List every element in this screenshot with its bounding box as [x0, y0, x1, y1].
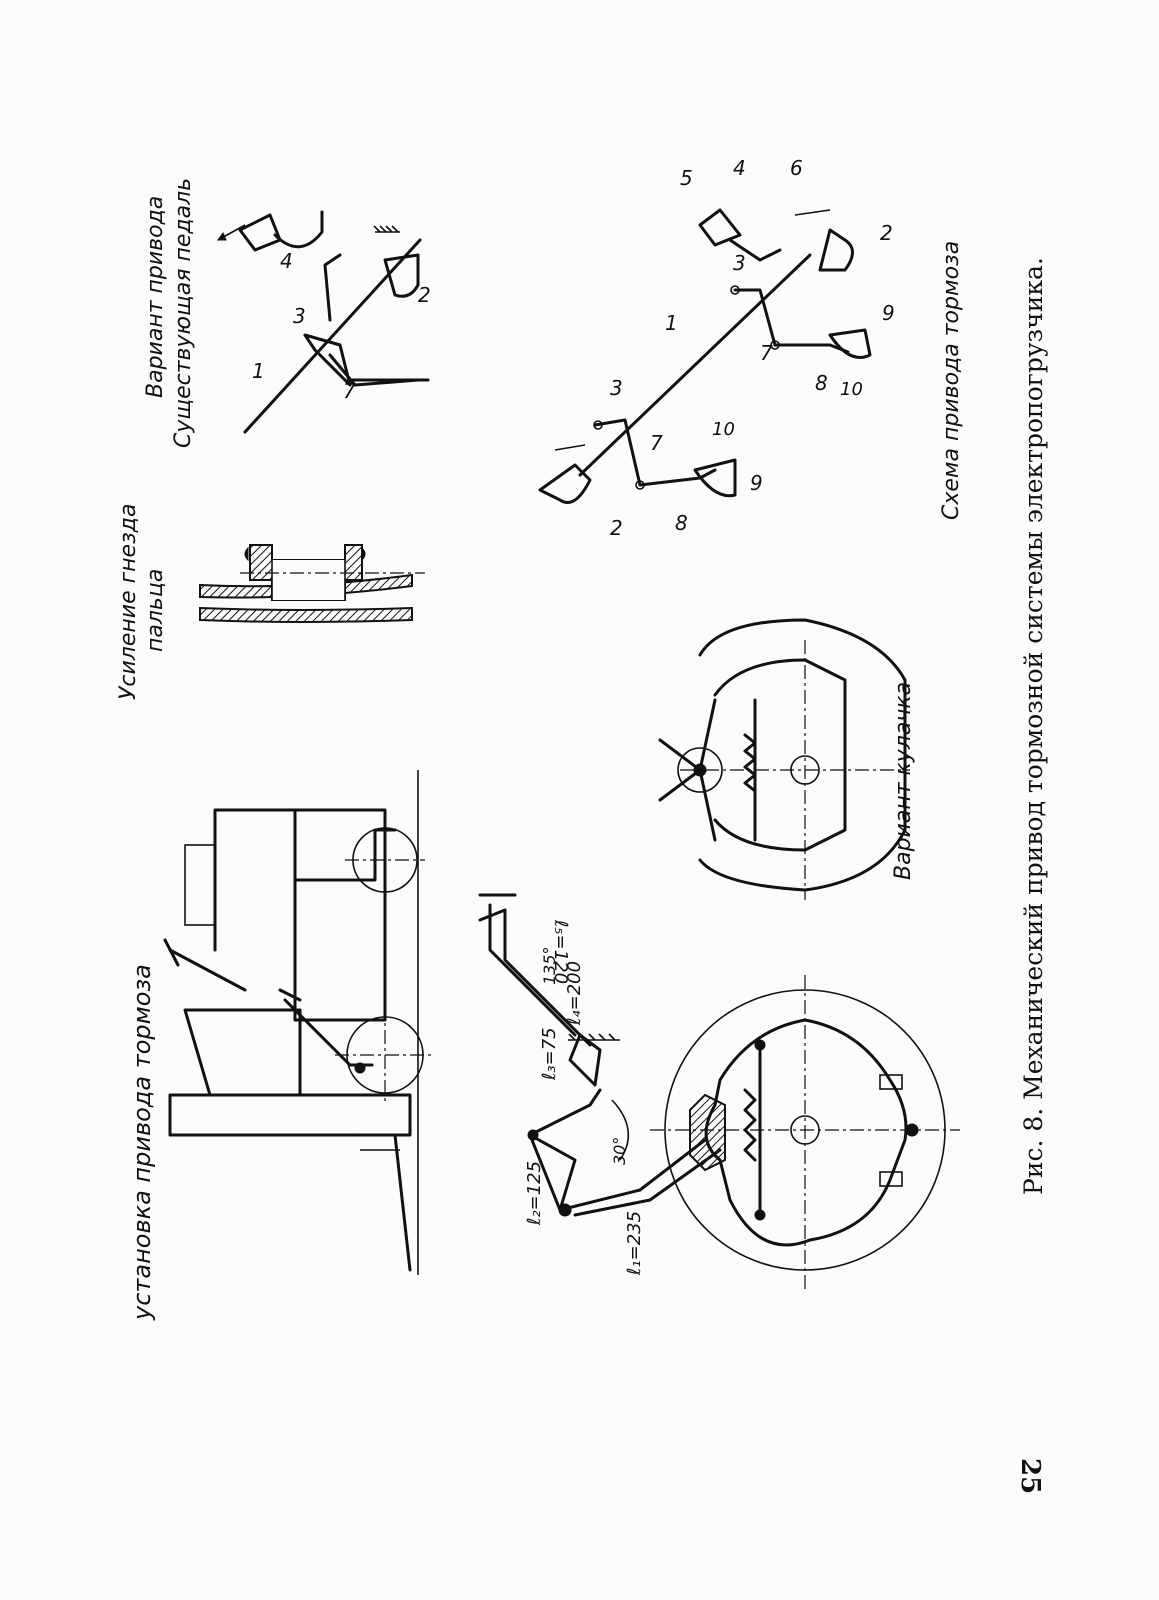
- forklift-installation-drawing: [163, 770, 435, 1275]
- svg-text:8: 8: [815, 371, 828, 395]
- brake-scheme-drawing: 1 2 2 3 3 4 5 6 7 7 8 8 9 9 10 10: [538, 156, 895, 540]
- title-brake-scheme: Схема привода тормоза: [939, 241, 964, 520]
- svg-text:9: 9: [882, 301, 895, 325]
- title-reinforcement-1: Усиление гнезда: [116, 504, 141, 700]
- svg-text:6: 6: [790, 156, 803, 180]
- dim-l1: ℓ₁=235: [624, 1211, 645, 1276]
- svg-text:5: 5: [680, 166, 693, 190]
- svg-text:7: 7: [343, 379, 356, 403]
- drive-variant-drawing: 1 2 3 4 7: [217, 210, 431, 434]
- svg-text:2: 2: [610, 516, 623, 540]
- svg-text:2: 2: [418, 283, 431, 307]
- svg-text:1: 1: [665, 311, 678, 335]
- svg-text:10: 10: [712, 419, 735, 440]
- dim-angle30: 30°: [610, 1137, 629, 1165]
- page-number: 25: [1015, 1458, 1045, 1494]
- svg-text:10: 10: [840, 379, 863, 400]
- cam-variant-drawing: [658, 618, 910, 900]
- svg-text:7: 7: [650, 431, 663, 455]
- svg-text:9: 9: [750, 471, 763, 495]
- pedal-linkage-diagram: ℓ₁=235 ℓ₂=125 ℓ₃=75 ℓ₄=200 ℓ₅=120 30° 13…: [478, 893, 722, 1276]
- svg-text:3: 3: [610, 376, 623, 400]
- dim-angle135: 135°: [540, 946, 559, 985]
- dim-l2: ℓ₂=125: [524, 1161, 545, 1226]
- title-reinforcement-2: пальца: [143, 569, 168, 652]
- svg-text:4: 4: [733, 156, 746, 180]
- svg-text:2: 2: [880, 221, 893, 245]
- title-existing-pedal: Существующая педаль: [171, 178, 196, 448]
- svg-text:7: 7: [760, 341, 773, 365]
- brake-drum-drawing: [650, 975, 960, 1290]
- figure-caption: Рис. 8. Механический привод тормозной си…: [1019, 257, 1048, 1195]
- svg-text:4: 4: [280, 249, 293, 273]
- svg-text:1: 1: [252, 359, 265, 383]
- title-installation: установка привода тормоза: [128, 964, 156, 1321]
- svg-text:3: 3: [293, 304, 306, 328]
- svg-text:8: 8: [675, 511, 688, 535]
- dim-l5: ℓ₅=120: [550, 919, 571, 984]
- dim-l4: ℓ₄=200: [564, 961, 585, 1026]
- pin-socket-reinforcement-drawing: [199, 544, 425, 623]
- title-variant: Вариант привода: [143, 196, 168, 398]
- dim-l3: ℓ₃=75: [539, 1027, 560, 1081]
- svg-text:3: 3: [733, 251, 746, 275]
